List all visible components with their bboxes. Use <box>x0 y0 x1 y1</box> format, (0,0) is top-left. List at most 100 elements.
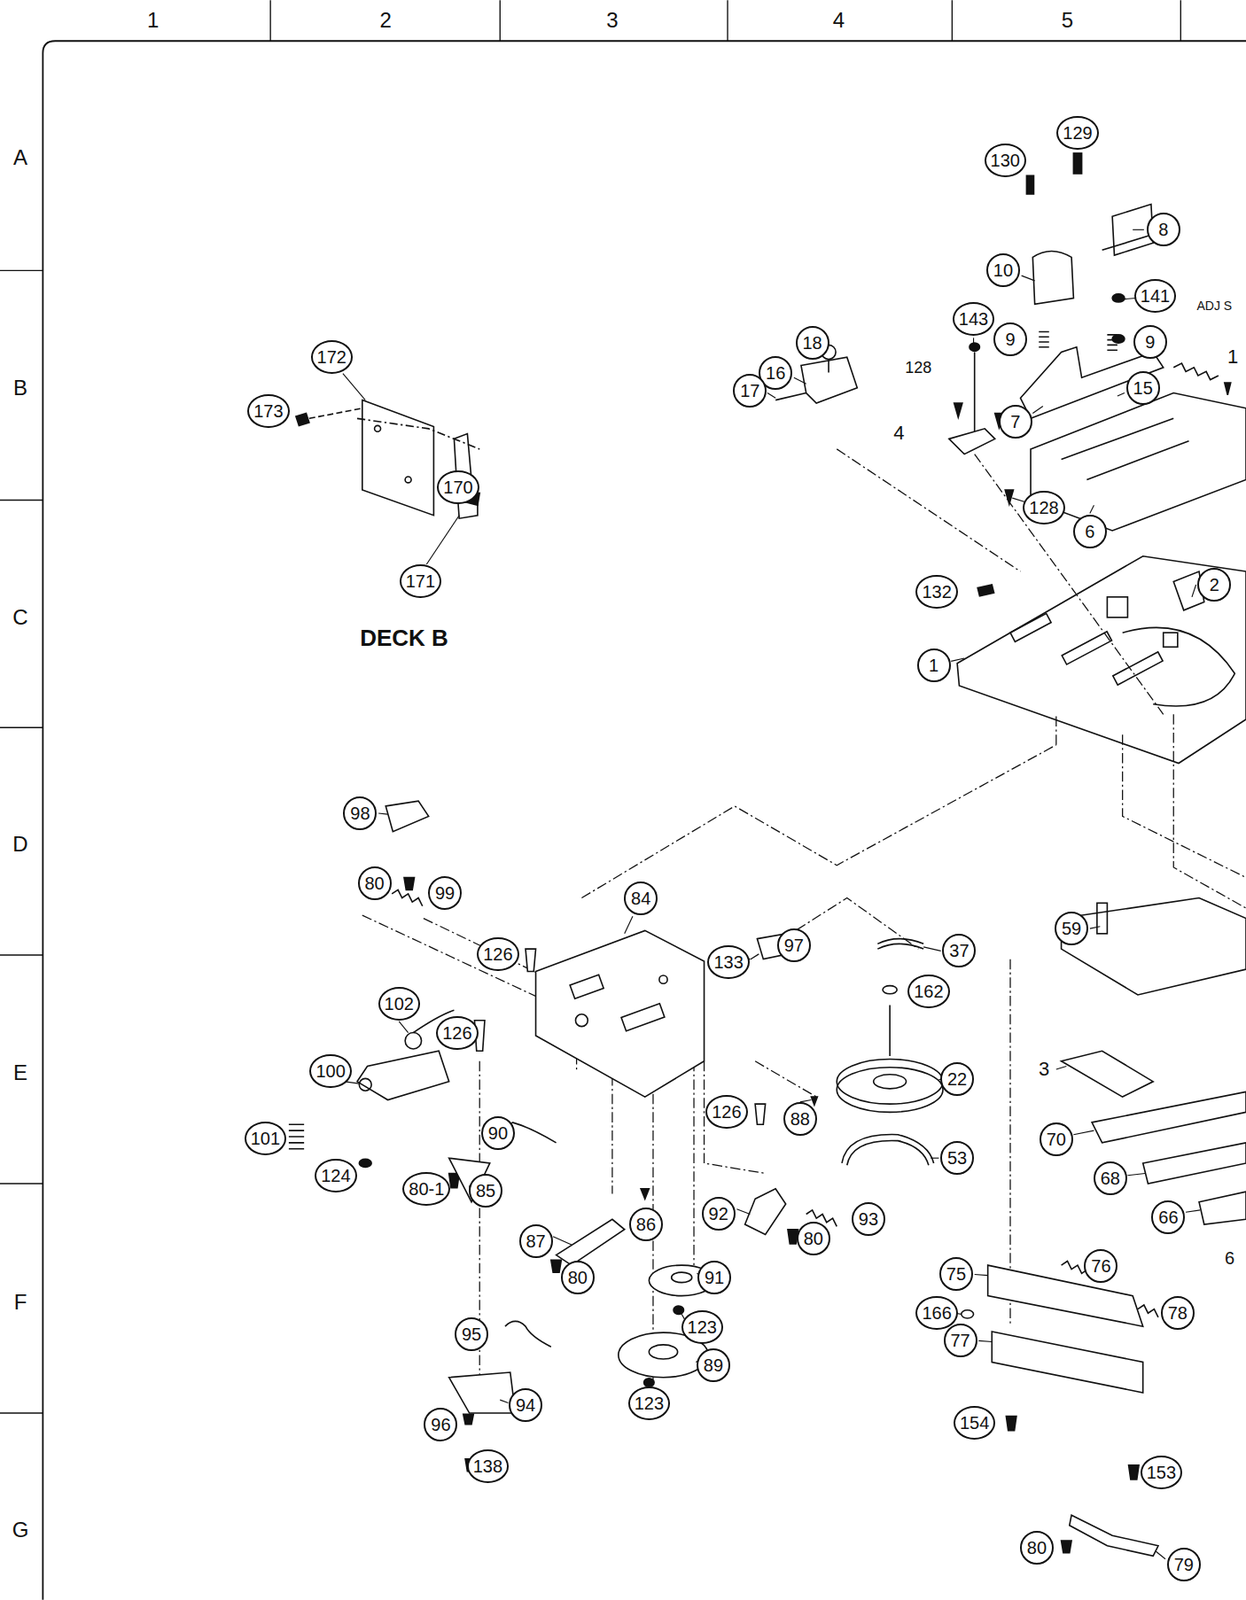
callout-number: 77 <box>950 1331 970 1350</box>
callout-number: 130 <box>990 151 1021 170</box>
callout-number: 85 <box>475 1182 496 1200</box>
callout-number: 93 <box>858 1210 879 1229</box>
callout-number: 154 <box>959 1414 990 1433</box>
callout-number: 123 <box>687 1318 717 1337</box>
callout-number: 17 <box>739 381 760 400</box>
callout-circle: 99 <box>428 876 462 911</box>
callout-number: 80-1 <box>408 1180 444 1199</box>
callout-number: 16 <box>765 364 786 382</box>
callout-number: 153 <box>1146 1464 1176 1482</box>
callout-circle: 93 <box>851 1202 886 1237</box>
callout-circle: 9 <box>1133 325 1168 359</box>
callout-number: 95 <box>461 1325 482 1344</box>
callout-circle: 86 <box>629 1207 663 1242</box>
callout-number: 76 <box>1090 1257 1111 1276</box>
callout-number: 126 <box>711 1103 741 1122</box>
callout-number: 80 <box>364 874 384 893</box>
callout-circle: 80 <box>1020 1531 1054 1566</box>
part-label: 4 <box>831 8 847 32</box>
part-label: G <box>10 1518 32 1542</box>
callout-circle: 97 <box>777 928 811 963</box>
callout-circle: 124 <box>314 1159 357 1193</box>
callout-circle: 6 <box>1073 514 1107 549</box>
callout-circle: 126 <box>436 1016 478 1051</box>
callout-circle: 8 <box>1146 212 1181 247</box>
callout-number: 70 <box>1046 1130 1067 1149</box>
callout-circle: 80 <box>358 866 392 901</box>
callout-number: 2 <box>1209 576 1220 594</box>
part-label: A <box>11 146 30 170</box>
callout-number: 143 <box>958 310 989 328</box>
callout-number: 59 <box>1061 919 1082 938</box>
callout-number: 141 <box>1140 287 1170 305</box>
callout-circle: 80 <box>796 1222 831 1256</box>
callout-circle: 126 <box>476 937 519 972</box>
callout-circle: 88 <box>783 1102 818 1137</box>
callout-circle: 90 <box>481 1116 515 1151</box>
callout-circle: 171 <box>399 564 442 599</box>
callout-circle: 87 <box>519 1224 553 1259</box>
part-label: E <box>11 1061 30 1085</box>
callout-number: 97 <box>784 936 804 955</box>
part-label: 3 <box>1036 1059 1052 1081</box>
part-label: B <box>11 376 30 400</box>
callout-number: 86 <box>636 1215 656 1234</box>
callout-number: 102 <box>384 995 414 1013</box>
callout-circle: 96 <box>423 1408 458 1442</box>
callout-circle: 102 <box>378 987 421 1021</box>
callout-circle: 170 <box>436 470 479 505</box>
callout-number: 9 <box>1144 333 1155 351</box>
callout-circle: 22 <box>940 1062 974 1097</box>
callout-circle: 128 <box>1022 490 1065 525</box>
callout-number: 99 <box>435 884 455 903</box>
callout-number: 100 <box>315 1062 345 1081</box>
callout-circle: 75 <box>939 1257 974 1292</box>
part-label: F <box>12 1291 30 1315</box>
part-label: 2 <box>378 8 394 32</box>
part-label: 5 <box>1059 8 1075 32</box>
callout-number: 80 <box>1027 1539 1047 1558</box>
part-label: 4 <box>891 422 906 444</box>
callout-circle: 130 <box>984 143 1027 178</box>
callout-number: 162 <box>913 982 943 1001</box>
callout-circle: 2 <box>1197 568 1231 602</box>
callout-number: 96 <box>430 1416 451 1434</box>
callout-circle: 70 <box>1039 1122 1074 1157</box>
callout-number: 132 <box>921 583 951 601</box>
callout-circle: 89 <box>696 1348 731 1383</box>
callout-number: 126 <box>442 1024 472 1043</box>
callout-circle: 79 <box>1167 1548 1201 1582</box>
callout-number: 18 <box>802 334 822 352</box>
callout-circle: 76 <box>1083 1249 1118 1284</box>
callout-circle: 68 <box>1093 1161 1128 1196</box>
callout-number: 133 <box>713 953 743 972</box>
callout-circle: 166 <box>915 1296 958 1331</box>
callout-circle: 80 <box>560 1261 595 1295</box>
part-label: D <box>10 833 30 857</box>
callout-circle: 172 <box>311 340 353 374</box>
callout-number: 124 <box>320 1167 351 1185</box>
part-label: 3 <box>604 8 620 32</box>
callout-circle: 173 <box>247 394 289 429</box>
callout-number: 87 <box>525 1232 546 1251</box>
callout-number: 172 <box>317 348 347 367</box>
part-label: 128 <box>903 358 934 377</box>
callout-number: 98 <box>350 804 370 823</box>
callout-circle: 78 <box>1160 1296 1195 1331</box>
callout-number: 126 <box>482 945 513 964</box>
callout-circle: 92 <box>701 1197 736 1231</box>
callout-circle: 17 <box>732 373 767 408</box>
callout-number: 80 <box>803 1230 824 1248</box>
callout-circle: 84 <box>623 881 658 916</box>
callout-number: 37 <box>949 942 969 960</box>
callout-number: 170 <box>443 478 473 497</box>
callout-number: 91 <box>704 1269 725 1287</box>
callout-number: 101 <box>250 1129 281 1148</box>
callout-circle: 59 <box>1054 911 1089 946</box>
callout-number: 68 <box>1100 1169 1121 1188</box>
callout-circle: 101 <box>244 1121 287 1156</box>
part-label: ADJ S <box>1194 298 1234 313</box>
part-label: 1 <box>145 8 161 32</box>
callout-number: 89 <box>703 1356 724 1375</box>
